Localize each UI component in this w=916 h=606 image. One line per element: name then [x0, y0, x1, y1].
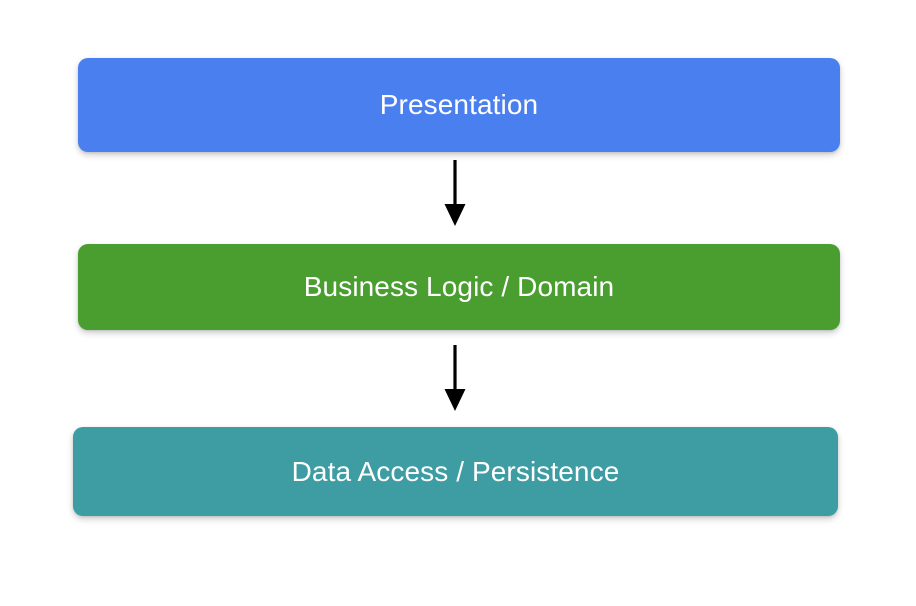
layer-box-presentation[interactable]: Presentation — [78, 58, 840, 152]
arrow-business-to-data-icon — [444, 345, 466, 411]
arrow-presentation-to-business-icon — [444, 160, 466, 226]
layer-label-data-access: Data Access / Persistence — [291, 455, 620, 487]
layer-label-business-logic: Business Logic / Domain — [303, 271, 615, 302]
arrow-head — [444, 389, 466, 411]
arrow-head — [444, 204, 466, 226]
layer-box-business-logic[interactable]: Business Logic / Domain — [78, 244, 840, 330]
layer-label-presentation: Presentation — [379, 89, 539, 120]
layer-box-data-access[interactable]: Data Access / Persistence — [73, 427, 838, 516]
